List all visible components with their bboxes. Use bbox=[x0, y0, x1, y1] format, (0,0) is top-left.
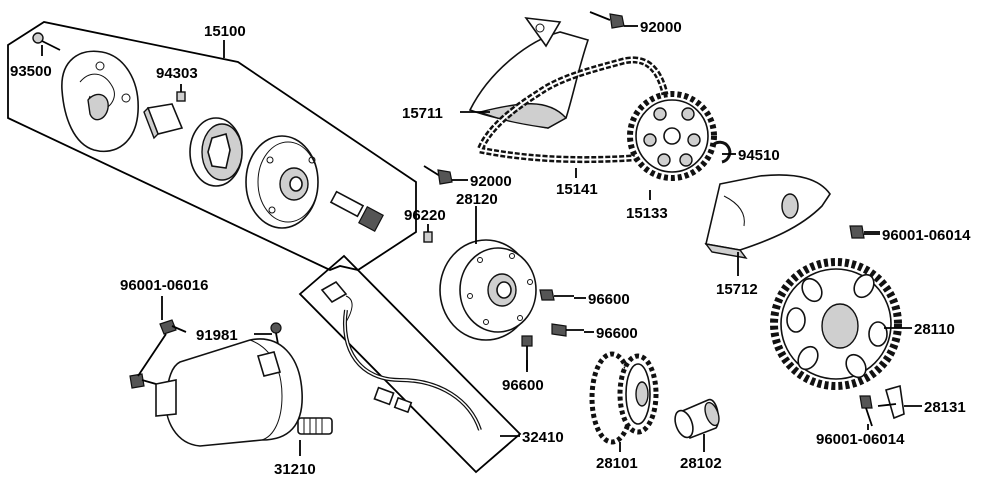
flywheel-28120 bbox=[439, 239, 537, 341]
label-94303: 94303 bbox=[156, 65, 198, 82]
bolt-96001-06016 bbox=[129, 319, 187, 389]
starter-motor-31210 bbox=[155, 338, 333, 447]
label-15712: 15712 bbox=[716, 281, 758, 298]
pin-94303 bbox=[176, 91, 186, 102]
bolt-96600-b bbox=[551, 323, 584, 337]
cover-plate bbox=[61, 50, 139, 153]
label-96600-b: 96600 bbox=[596, 325, 638, 342]
label-15141: 15141 bbox=[556, 181, 598, 198]
label-96001-06016: 96001-06016 bbox=[120, 277, 208, 294]
bolt-93500 bbox=[32, 32, 61, 51]
bolt-96001-06014-bottom bbox=[859, 395, 873, 427]
chain-15141 bbox=[475, 56, 670, 164]
label-15133: 15133 bbox=[626, 205, 668, 222]
leader-lines bbox=[41, 25, 922, 456]
cable-32410 bbox=[320, 280, 482, 431]
sleeve-28102 bbox=[674, 398, 720, 440]
label-28102: 28102 bbox=[680, 455, 722, 472]
label-96001-06014-bottom: 96001-06014 bbox=[816, 431, 905, 448]
label-96220: 96220 bbox=[404, 207, 446, 224]
group-box-32410 bbox=[298, 254, 522, 474]
pump-rotor bbox=[189, 117, 243, 187]
clutch-drum bbox=[245, 135, 319, 229]
label-28101: 28101 bbox=[596, 455, 638, 472]
bolt-96001-06014-right bbox=[849, 225, 880, 239]
label-92000-mid: 92000 bbox=[470, 173, 512, 190]
label-96001-06014-right: 96001-06014 bbox=[882, 227, 971, 244]
label-28131: 28131 bbox=[924, 399, 966, 416]
screw-91981 bbox=[270, 322, 282, 345]
label-96600-a: 96600 bbox=[588, 291, 630, 308]
pin-96220 bbox=[423, 231, 433, 243]
label-15100: 15100 bbox=[204, 23, 246, 40]
label-92000-top: 92000 bbox=[640, 19, 682, 36]
sprocket-28110 bbox=[770, 258, 902, 390]
label-94510: 94510 bbox=[738, 147, 780, 164]
label-15711: 15711 bbox=[402, 105, 443, 122]
bolt-96600-a bbox=[539, 289, 574, 301]
label-28110: 28110 bbox=[914, 321, 955, 338]
group-box-15100 bbox=[7, 21, 417, 271]
circlip-94510 bbox=[710, 140, 732, 164]
gear-28101 bbox=[589, 351, 659, 445]
chain-guide-15712 bbox=[704, 174, 831, 259]
label-96600-c: 96600 bbox=[502, 377, 544, 394]
shaft-sensor bbox=[329, 190, 384, 232]
sprocket-15133 bbox=[627, 91, 717, 181]
bolt-92000-mid bbox=[423, 165, 453, 185]
label-31210: 31210 bbox=[274, 461, 316, 478]
label-28120: 28120 bbox=[456, 191, 498, 208]
label-93500: 93500 bbox=[10, 63, 52, 80]
label-91981: 91981 bbox=[196, 327, 238, 344]
label-32410: 32410 bbox=[522, 429, 564, 446]
bolt-92000-top bbox=[589, 11, 625, 29]
bracket-28131 bbox=[877, 384, 905, 420]
